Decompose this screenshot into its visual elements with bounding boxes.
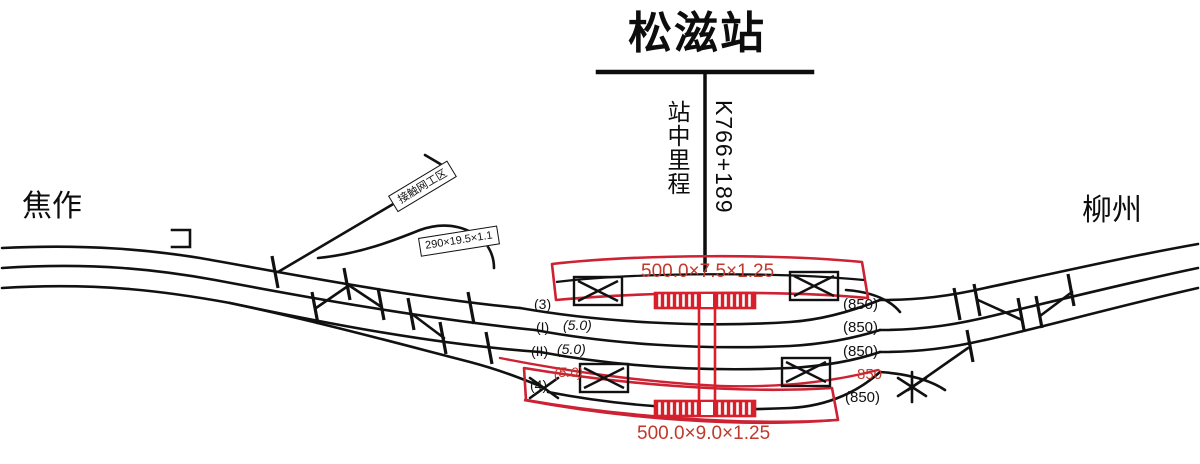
underground-passage [697,300,717,409]
track-label-I: (I) [536,319,550,335]
upper-platform-ramp-right [788,270,840,302]
buffer-stop-icon [170,228,192,249]
track-length-3: (850) [843,296,879,313]
upper-platform-edge [555,273,865,284]
track-spacing-II-4: (5.0) [554,364,583,380]
track-label-3: (3) [534,296,552,312]
track-label-II: (II) [531,343,549,359]
station-mileage-label: 站中里程 [663,100,689,196]
derailer-icon-right [896,370,928,404]
station-center-marker [595,69,815,272]
left-approach-tracks [0,245,542,388]
upper-platform-dimension: 500.0×7.5×1.25 [641,261,775,282]
lower-platform-ramp-right [780,356,832,388]
right-turnout-group [952,273,1076,363]
station-track-II [538,350,882,371]
track-length-I: (850) [843,319,879,336]
station-track-4 [546,370,882,411]
right-crossover-links [906,290,1074,392]
track-length-red-aux: 850 [857,366,883,383]
station-track-3 [518,298,882,326]
left-crossover-links [314,282,446,340]
upper-platform-ramp-left [572,275,624,307]
lower-platform-dimension: 500.0×9.0×1.25 [637,423,771,444]
station-track-I [533,328,882,349]
upper-stair-entrance [653,291,757,310]
catenary-spur-track [276,153,496,274]
lower-platform-ramp-left [578,362,630,394]
endpoint-right-label: 柳州 [1082,193,1142,228]
track-spacing-I-II: (5.0) [557,341,586,357]
track-length-4: (850) [845,389,881,406]
lower-platform-outer-edge [523,398,837,425]
right-curve-connector [844,288,902,314]
track-length-II: (850) [843,343,879,360]
lower-stair-entrance [653,399,757,418]
left-turnout-group [270,255,494,365]
page-title: 松滋站 [628,8,766,59]
derailer-icon-left [528,376,560,400]
upper-platform-outline [550,254,870,302]
endpoint-left-label: 焦作 [22,189,82,224]
track-label-4: (4) [530,377,548,393]
track-spacing-3-I: (5.0) [563,317,592,333]
station-mileage-value: K766+189 [711,100,737,214]
station-track-red-aux [498,356,880,388]
